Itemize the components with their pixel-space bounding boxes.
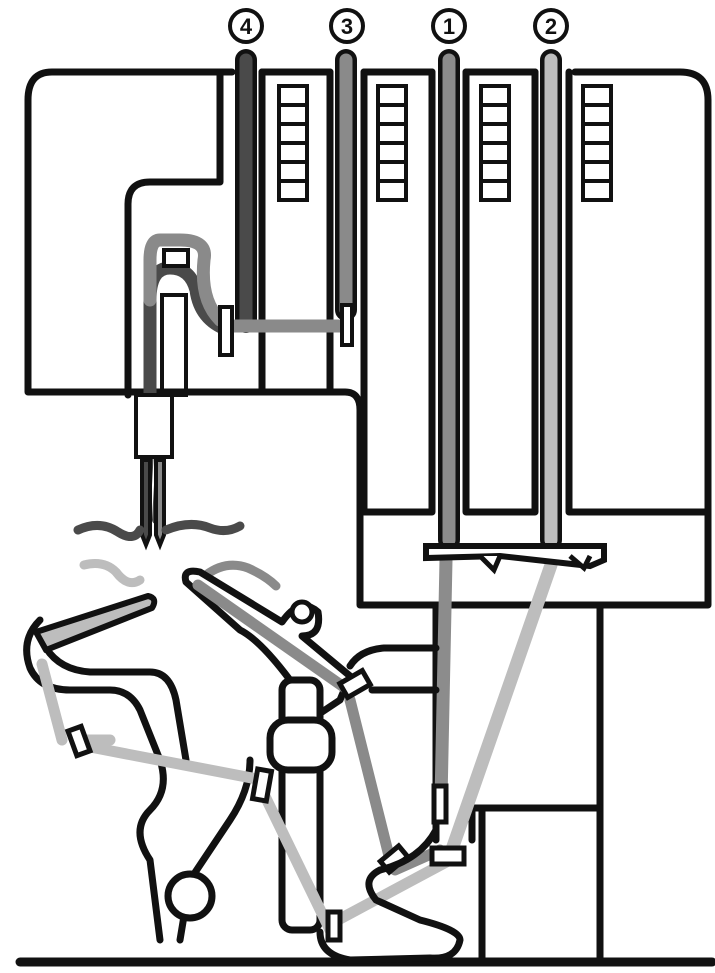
guide-lower-bottom bbox=[325, 909, 343, 943]
upper-looper-collar bbox=[266, 716, 336, 774]
tension-dial-3 bbox=[376, 84, 408, 202]
guide-thread-1-lower bbox=[431, 783, 449, 825]
lower-looper-arm bbox=[42, 644, 190, 764]
guide-thread-2-lower bbox=[429, 845, 467, 867]
guide-lower-left-1 bbox=[64, 723, 94, 759]
inner-left-panel bbox=[124, 68, 224, 399]
label-thread-1: 1 bbox=[431, 8, 467, 44]
lower-guide-plate bbox=[423, 543, 607, 575]
left-needle bbox=[140, 458, 152, 551]
label-thread-2: 2 bbox=[533, 8, 569, 44]
tension-dial-1 bbox=[479, 84, 511, 202]
compartment-divider-5 bbox=[565, 68, 712, 516]
thread-labels: 4 3 1 2 bbox=[228, 8, 569, 44]
thread-ends bbox=[73, 520, 281, 591]
needle-bar bbox=[160, 293, 188, 397]
thread-guides bbox=[64, 667, 467, 943]
thread-guide-box bbox=[162, 248, 190, 268]
thread-3-path bbox=[143, 49, 357, 333]
upper-body-outline bbox=[24, 68, 712, 609]
label-thread-4-text: 4 bbox=[240, 14, 253, 39]
needle-assembly bbox=[134, 248, 354, 551]
compartment-divider-4 bbox=[462, 68, 539, 516]
tension-dial-2 bbox=[581, 84, 613, 202]
needle-clamp bbox=[134, 393, 174, 459]
tension-guide-4 bbox=[218, 305, 234, 357]
looper-pivot bbox=[289, 599, 315, 625]
lower-looper-body bbox=[23, 616, 254, 944]
label-thread-3: 3 bbox=[329, 8, 365, 44]
lower-arm-right bbox=[316, 644, 464, 964]
label-thread-3-text: 3 bbox=[341, 14, 353, 39]
guide-lower-left-2 bbox=[249, 766, 275, 804]
threads bbox=[142, 49, 562, 862]
label-thread-4: 4 bbox=[228, 8, 264, 44]
compartment-divider-3 bbox=[360, 68, 436, 516]
label-thread-2-text: 2 bbox=[545, 14, 557, 39]
thread-1-path bbox=[434, 49, 460, 807]
tension-dial-4 bbox=[277, 84, 309, 202]
upper-looper bbox=[181, 567, 354, 934]
lower-step bbox=[468, 804, 604, 964]
tension-dials bbox=[277, 84, 613, 202]
thread-2-path bbox=[443, 49, 562, 862]
lower-looper-pivot bbox=[164, 870, 216, 922]
label-thread-1-text: 1 bbox=[443, 14, 455, 39]
tension-guide-3 bbox=[340, 303, 354, 347]
machine-housing bbox=[15, 68, 715, 967]
guide-upper-looper bbox=[336, 667, 374, 701]
right-needle bbox=[154, 458, 166, 551]
